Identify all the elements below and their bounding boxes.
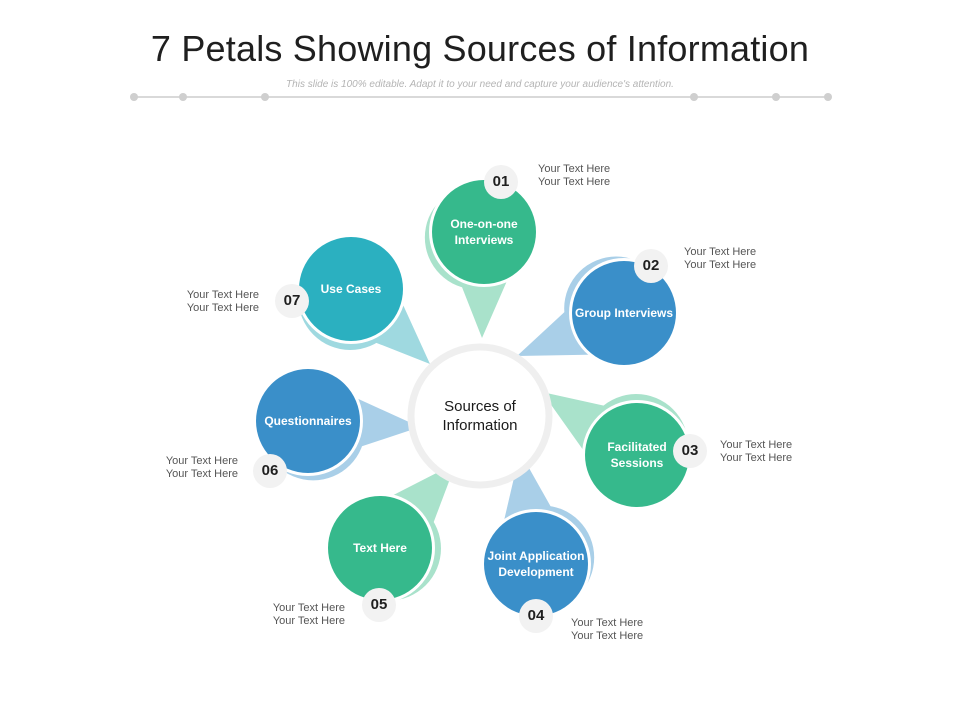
petal-circle bbox=[328, 496, 432, 600]
petal-note-line: Your Text Here bbox=[186, 289, 259, 301]
petal-label: Joint Application Development bbox=[487, 549, 585, 579]
petal-note-line: Your Text Here bbox=[165, 455, 238, 467]
petal-note-line: Your Text Here bbox=[684, 246, 757, 258]
petal-note-line: Your Text Here bbox=[571, 617, 644, 629]
petal-circle bbox=[484, 512, 588, 616]
petal-number-badge: 06 bbox=[253, 454, 287, 488]
petal-circle bbox=[432, 180, 536, 284]
slide-subtitle: This slide is 100% editable. Adapt it to… bbox=[286, 79, 674, 90]
petal-number-badge: 01 bbox=[484, 165, 518, 199]
petal-note-line: Your Text Here bbox=[272, 615, 345, 627]
petal-label: One-on-one Interviews bbox=[450, 217, 518, 247]
divider-dot bbox=[130, 93, 138, 101]
petal-circle bbox=[256, 369, 360, 473]
petal-circle bbox=[299, 237, 403, 341]
divider-dot bbox=[179, 93, 187, 101]
petal-note-line: Your Text Here bbox=[684, 259, 757, 271]
petal-note-line: Your Text Here bbox=[720, 439, 793, 451]
petal-label: Facilitated Sessions bbox=[607, 440, 667, 470]
slide-title: 7 Petals Showing Sources of Information bbox=[150, 28, 810, 69]
title-divider bbox=[130, 92, 832, 102]
petal-note-line: Your Text Here bbox=[538, 163, 611, 175]
petal-note-line: Your Text Here bbox=[720, 452, 793, 464]
petal-note-line: Your Text Here bbox=[538, 176, 611, 188]
petal-note-line: Your Text Here bbox=[186, 302, 259, 314]
petal-label: Questionnaires bbox=[264, 414, 352, 428]
petal-note-line: Your Text Here bbox=[571, 630, 644, 642]
petal-number-badge: 05 bbox=[362, 588, 396, 622]
divider-dot bbox=[261, 93, 269, 101]
petal-number-badge: 03 bbox=[673, 434, 707, 468]
petal-circle bbox=[585, 403, 689, 507]
petal-note-line: Your Text Here bbox=[165, 468, 238, 480]
petal-label: Group Interviews bbox=[574, 306, 674, 320]
petal-number-badge: 04 bbox=[519, 599, 553, 633]
center-label: Sources of Information bbox=[442, 398, 518, 434]
petal-note-line: Your Text Here bbox=[272, 602, 345, 614]
divider-dot bbox=[690, 93, 698, 101]
center-hub bbox=[407, 343, 553, 489]
divider-line bbox=[132, 96, 830, 98]
divider-dot bbox=[772, 93, 780, 101]
divider-dot bbox=[824, 93, 832, 101]
petal-number-badge: 07 bbox=[275, 284, 309, 318]
petal-circle bbox=[572, 261, 676, 365]
petal-label: Use Cases bbox=[320, 282, 382, 296]
petal-number-badge: 02 bbox=[634, 249, 668, 283]
petal-label: Text Here bbox=[353, 541, 407, 555]
